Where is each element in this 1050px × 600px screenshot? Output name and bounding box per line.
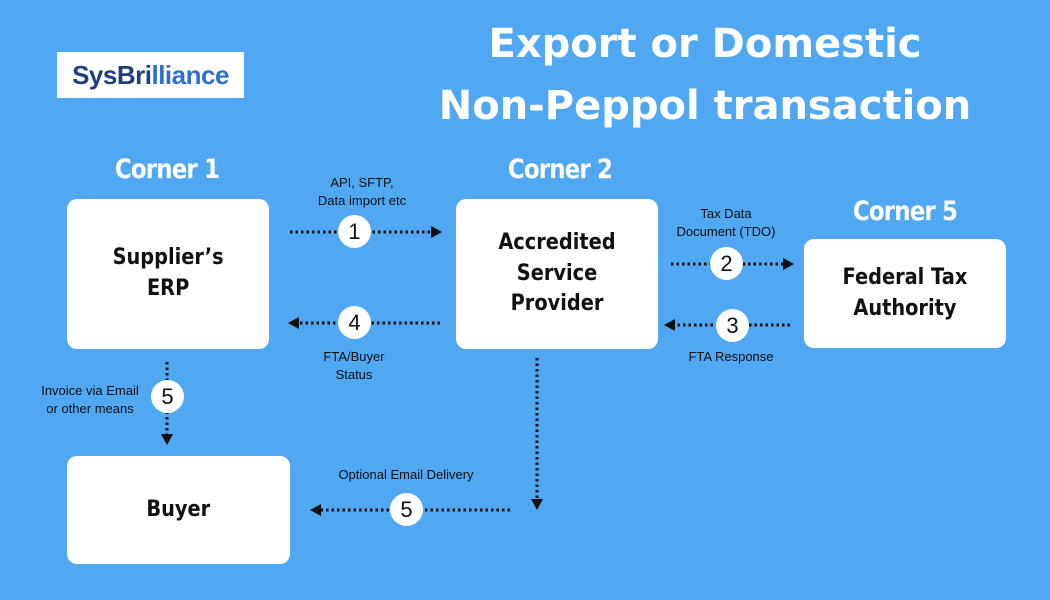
- arrowhead-5-down: [161, 434, 173, 445]
- supplier-erp-label: Supplier’s ERP: [112, 245, 224, 301]
- asp-label: Accredited Service Provider: [498, 229, 616, 317]
- arrowhead-5-left: [310, 504, 321, 516]
- arrowhead-1: [431, 226, 442, 238]
- step-4-badge: 4: [338, 306, 371, 339]
- step-4-label: FTA/Buyer Status: [323, 349, 385, 382]
- arrowhead-4: [288, 317, 299, 329]
- step-5-badge-bottom: 5: [390, 493, 423, 526]
- federal-tax-authority-box: Federal Tax Authority: [804, 239, 1006, 348]
- logo-text-part2: lliance: [151, 59, 229, 90]
- step-3-label: FTA Response: [688, 349, 774, 364]
- logo-text-part1: SysBri: [72, 59, 152, 90]
- step-5-badge-left: 5: [151, 380, 184, 413]
- arrowhead-3: [664, 319, 675, 331]
- corner-5-heading: Corner 5: [852, 196, 958, 227]
- step-5-label-left: Invoice via Email or other means: [41, 383, 139, 416]
- accredited-service-provider-box: Accredited Service Provider: [456, 199, 658, 349]
- step-5-label-bottom: Optional Email Delivery: [338, 467, 474, 482]
- arrowhead-asp-down: [531, 499, 543, 510]
- step-2-badge: 2: [710, 247, 743, 280]
- buyer-box: Buyer: [67, 456, 290, 564]
- step-1-badge: 1: [338, 215, 371, 248]
- title-line-2: Non-Peppol transaction: [438, 83, 972, 129]
- supplier-erp-box: Supplier’s ERP: [67, 199, 269, 349]
- fta-label: Federal Tax Authority: [842, 264, 968, 321]
- corner-2-heading: Corner 2: [507, 154, 613, 185]
- arrowhead-2: [783, 258, 794, 270]
- step-3-badge: 3: [716, 309, 749, 342]
- corner-1-heading: Corner 1: [114, 154, 220, 185]
- buyer-label: Buyer: [146, 496, 211, 522]
- step-1-label: API, SFTP, Data import etc: [317, 175, 407, 208]
- title-line-1: Export or Domestic: [488, 21, 922, 67]
- step-2-label: Tax Data Document (TDO): [676, 206, 776, 239]
